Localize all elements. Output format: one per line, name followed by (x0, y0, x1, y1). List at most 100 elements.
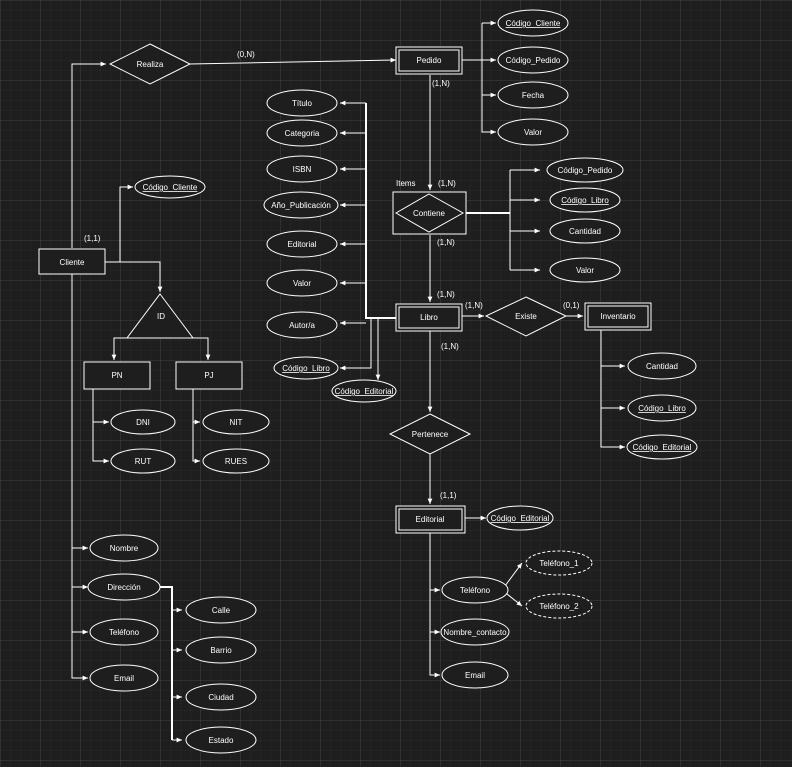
attr-direccion-estado[interactable]: Estado (185, 726, 257, 754)
attr-pedido-codigo-cliente[interactable]: Código_Cliente (497, 9, 569, 37)
cardinality-libro-bottom: (1,N) (441, 342, 459, 351)
svg-text:Código_Editorial: Código_Editorial (335, 387, 394, 396)
svg-text:Código_Pedido: Código_Pedido (558, 166, 613, 175)
connectors (71, 20, 625, 743)
entity-cliente[interactable]: Cliente (38, 248, 106, 275)
svg-text:Valor: Valor (576, 266, 594, 275)
entity-editorial[interactable]: Editorial (395, 505, 466, 534)
svg-text:Categoria: Categoria (285, 129, 320, 138)
svg-text:Barrio: Barrio (210, 646, 232, 655)
entity-label: Inventario (600, 312, 636, 321)
entity-libro[interactable]: Libro (395, 303, 463, 332)
svg-text:Autor/a: Autor/a (289, 321, 315, 330)
entity-label: PJ (204, 371, 213, 380)
attr-pj-rues[interactable]: RUES (202, 448, 270, 474)
svg-text:Título: Título (292, 99, 313, 108)
svg-text:Valor: Valor (293, 279, 311, 288)
attr-libro-codigo-libro[interactable]: Código_Libro (273, 356, 339, 380)
svg-text:Código_Cliente: Código_Cliente (143, 183, 198, 192)
specialization-label: ID (157, 312, 165, 321)
attr-cliente-direccion[interactable]: Dirección (87, 573, 161, 601)
svg-text:RUT: RUT (135, 457, 152, 466)
relationship-label: Realiza (137, 60, 164, 69)
entity-label: Libro (420, 313, 438, 322)
attr-inventario-cantidad[interactable]: Cantidad (627, 352, 697, 380)
attr-direccion-calle[interactable]: Calle (185, 596, 257, 624)
attr-editorial-telefono-2[interactable]: Teléfono_2 (525, 593, 593, 619)
attr-cliente-codigo[interactable]: Código_Cliente (134, 175, 206, 199)
svg-text:Código_Cliente: Código_Cliente (506, 19, 561, 28)
entity-inventario[interactable]: Inventario (584, 302, 652, 331)
cardinality-contiene-bottom: (1,N) (437, 238, 455, 247)
svg-text:Código_Editorial: Código_Editorial (633, 443, 692, 452)
attr-contiene-valor[interactable]: Valor (549, 257, 621, 283)
svg-text:Código_Libro: Código_Libro (638, 404, 686, 413)
attr-libro-titulo[interactable]: Título (266, 89, 338, 117)
svg-text:DNI: DNI (136, 418, 150, 427)
attr-direccion-ciudad[interactable]: Ciudad (185, 683, 257, 711)
relationship-realiza[interactable]: Realiza (108, 43, 192, 85)
svg-text:Teléfono_1: Teléfono_1 (539, 559, 579, 568)
svg-text:Año_Publicación: Año_Publicación (271, 201, 331, 210)
svg-text:Editorial: Editorial (288, 240, 317, 249)
svg-text:Teléfono_2: Teléfono_2 (539, 602, 579, 611)
relationship-contiene[interactable]: Contiene (392, 191, 467, 235)
attr-libro-autor[interactable]: Autor/a (266, 311, 338, 339)
attr-pn-dni[interactable]: DNI (110, 409, 176, 435)
svg-text:Código_Pedido: Código_Pedido (506, 56, 561, 65)
attr-libro-categoria[interactable]: Categoria (266, 119, 338, 147)
cardinality-inventario: (0,1) (563, 301, 580, 310)
svg-text:Valor: Valor (524, 128, 542, 137)
svg-text:Cantidad: Cantidad (646, 362, 678, 371)
svg-text:Nombre_contacto: Nombre_contacto (443, 628, 507, 637)
attr-inventario-codigo-libro[interactable]: Código_Libro (627, 394, 697, 422)
attr-editorial-nombre-contacto[interactable]: Nombre_contacto (440, 618, 510, 646)
attr-pedido-fecha[interactable]: Fecha (497, 81, 569, 109)
attr-contiene-codigo-pedido[interactable]: Código_Pedido (546, 157, 624, 183)
svg-text:Email: Email (114, 674, 134, 683)
relationship-label: Contiene (413, 209, 446, 218)
svg-text:Dirección: Dirección (107, 583, 140, 592)
attr-editorial-codigo[interactable]: Código_Editorial (486, 505, 554, 531)
cardinality-pedido-contiene: (1,N) (432, 79, 450, 88)
attr-libro-valor[interactable]: Valor (266, 269, 338, 297)
attr-cliente-telefono[interactable]: Teléfono (89, 618, 159, 646)
svg-text:ISBN: ISBN (293, 165, 312, 174)
attr-pj-nit[interactable]: NIT (202, 409, 270, 435)
entity-pedido[interactable]: Pedido (395, 46, 463, 75)
relationship-existe[interactable]: Existe (484, 296, 568, 337)
attr-pedido-valor[interactable]: Valor (497, 118, 569, 146)
attr-pedido-codigo-pedido[interactable]: Código_Pedido (497, 46, 569, 74)
svg-text:Email: Email (465, 671, 485, 680)
attr-libro-editorial[interactable]: Editorial (266, 230, 338, 258)
attr-editorial-telefono[interactable]: Teléfono (441, 576, 509, 604)
cardinality-editorial: (1,1) (440, 491, 457, 500)
attr-editorial-telefono-1[interactable]: Teléfono_1 (525, 550, 593, 576)
attr-contiene-codigo-libro[interactable]: Código_Libro (549, 187, 621, 213)
svg-text:Calle: Calle (212, 606, 231, 615)
attr-pn-rut[interactable]: RUT (110, 448, 176, 474)
entity-label: Editorial (416, 515, 445, 524)
svg-text:Estado: Estado (209, 736, 234, 745)
attr-libro-codigo-editorial[interactable]: Código_Editorial (331, 379, 397, 403)
attr-contiene-cantidad[interactable]: Cantidad (549, 218, 621, 244)
relationship-pertenece[interactable]: Pertenece (388, 413, 472, 455)
entity-pn[interactable]: PN (83, 361, 151, 390)
svg-text:Código_Libro: Código_Libro (561, 196, 609, 205)
specialization-id[interactable]: ID (126, 293, 194, 339)
attr-libro-isbn[interactable]: ISBN (266, 155, 338, 183)
svg-text:RUES: RUES (225, 457, 247, 466)
cardinality-libro-right: (1,N) (465, 301, 483, 310)
attr-cliente-nombre[interactable]: Nombre (89, 534, 159, 562)
attr-cliente-email[interactable]: Email (89, 664, 159, 692)
svg-text:Ciudad: Ciudad (208, 693, 233, 702)
attr-direccion-barrio[interactable]: Barrio (185, 636, 257, 664)
svg-text:Cantidad: Cantidad (569, 227, 601, 236)
attr-libro-anio[interactable]: Año_Publicación (263, 191, 339, 219)
attr-editorial-email[interactable]: Email (441, 661, 509, 689)
entity-pj[interactable]: PJ (175, 361, 243, 390)
attr-inventario-codigo-editorial[interactable]: Código_Editorial (626, 434, 698, 460)
svg-text:Código_Editorial: Código_Editorial (491, 514, 550, 523)
entity-label: Pedido (417, 56, 442, 65)
